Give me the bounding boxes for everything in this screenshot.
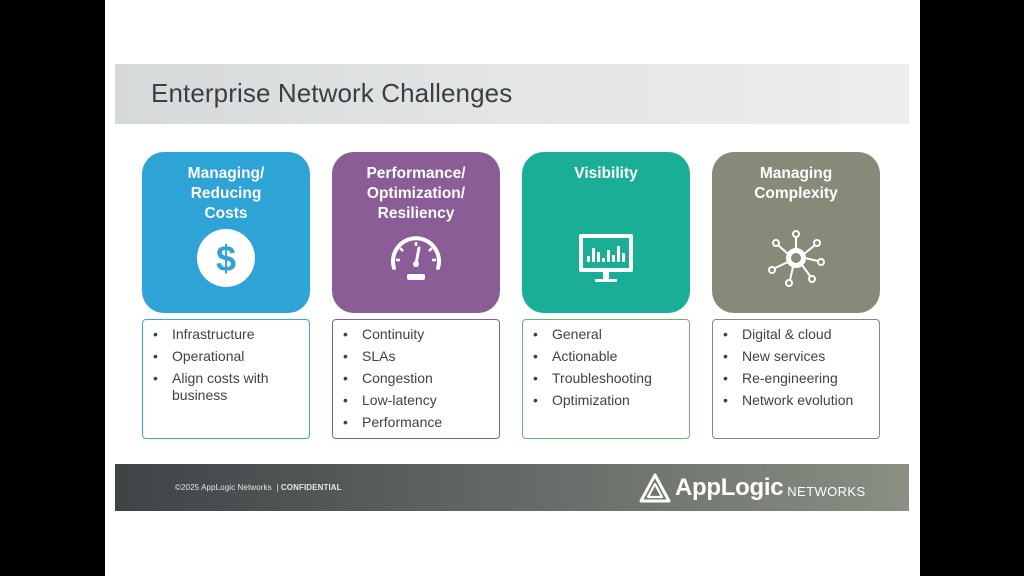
list-managing-costs: Infrastructure Operational Align costs w…	[142, 319, 310, 439]
list-item: Network evolution	[723, 392, 871, 409]
logo-mark-icon	[639, 473, 671, 503]
dollar-coin-icon: $	[196, 228, 256, 288]
list-item: Actionable	[533, 348, 681, 365]
list-item: General	[533, 326, 681, 343]
list-managing-complexity: Digital & cloud New services Re-engineer…	[712, 319, 880, 439]
copyright-text: ©2025 AppLogic Networks | CONFIDENTIAL	[175, 483, 342, 492]
card-visibility: Visibility	[522, 152, 690, 313]
card-managing-costs: Managing/ Reducing Costs $	[142, 152, 310, 313]
slide: Enterprise Network Challenges Managing/ …	[105, 0, 920, 576]
list-item: Congestion	[343, 370, 491, 387]
list-item: SLAs	[343, 348, 491, 365]
list-item: Troubleshooting	[533, 370, 681, 387]
list-item: Optimization	[533, 392, 681, 409]
svg-text:$: $	[216, 238, 236, 279]
speedometer-icon	[386, 228, 446, 288]
list-item: Digital & cloud	[723, 326, 871, 343]
monitor-chart-icon	[576, 228, 636, 288]
footer-separator: |	[276, 483, 279, 492]
list-item: Infrastructure	[153, 326, 301, 343]
list-item: Performance	[343, 414, 491, 431]
list-performance: Continuity SLAs Congestion Low-latency P…	[332, 319, 500, 439]
card-title: Managing Complexity	[754, 165, 838, 202]
list-item: New services	[723, 348, 871, 365]
company-logo: AppLogic NETWORKS	[639, 472, 866, 504]
network-hub-icon	[766, 228, 826, 288]
card-managing-complexity: Managing Complexity	[712, 152, 880, 313]
logo-subtext: NETWORKS	[787, 483, 866, 499]
list-item: Low-latency	[343, 392, 491, 409]
footer-bar: ©2025 AppLogic Networks | CONFIDENTIAL A…	[115, 464, 909, 511]
list-item: Operational	[153, 348, 301, 365]
card-title: Performance/ Optimization/ Resiliency	[366, 165, 466, 222]
list-item: Align costs with business	[153, 370, 301, 404]
copyright-label: ©2025 AppLogic Networks	[175, 483, 272, 492]
slide-title: Enterprise Network Challenges	[151, 78, 513, 108]
confidential-label: CONFIDENTIAL	[280, 483, 342, 492]
card-performance: Performance/ Optimization/ Resiliency	[332, 152, 500, 313]
list-item: Continuity	[343, 326, 491, 343]
card-title: Visibility	[574, 165, 638, 182]
list-item: Re-engineering	[723, 370, 871, 387]
list-visibility: General Actionable Troubleshooting Optim…	[522, 319, 690, 439]
card-title: Managing/ Reducing Costs	[187, 165, 265, 222]
logo-wordmark: AppLogic	[675, 474, 784, 501]
title-bar: Enterprise Network Challenges	[115, 64, 909, 124]
